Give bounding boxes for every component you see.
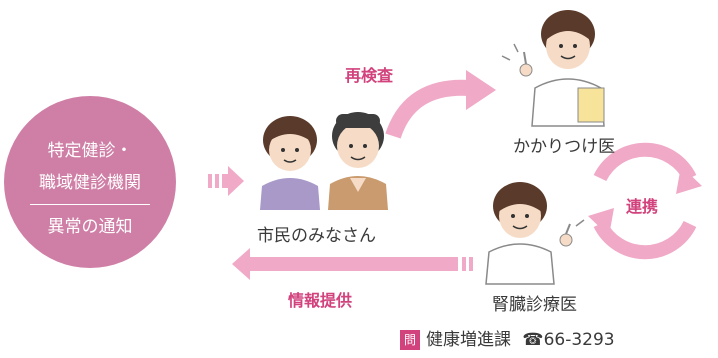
citizens-label: 市民のみなさん [257, 226, 376, 246]
department-name: 健康増進課 [426, 330, 511, 350]
circle-line-3: 異常の通知 [47, 217, 133, 237]
circle-divider [30, 204, 150, 205]
kidney-doctor-label: 腎臓診療医 [492, 295, 577, 315]
phone-number: 66-3293 [543, 330, 615, 350]
circle-line-2: 職域健診機関 [39, 173, 141, 193]
reexam-label: 再検査 [345, 66, 394, 85]
family-doctor-figure [501, 10, 605, 127]
to-citizens-arrow [208, 166, 244, 196]
phone-icon: ☎ [522, 330, 544, 350]
inquiry-icon: 問 [400, 330, 420, 350]
kidney-doctor-figure [485, 182, 585, 285]
man-citizen-figure [328, 112, 388, 210]
reexam-arrow [385, 70, 496, 139]
info-arrow [232, 248, 473, 280]
circle-line-1: 特定健診・ [47, 141, 133, 161]
cooperation-cycle-icon [588, 142, 702, 260]
woman-citizen-figure [260, 116, 320, 210]
checkup-institution-circle: 特定健診・ 職域健診機関 異常の通知 [4, 96, 176, 268]
info-provision-label: 情報提供 [288, 291, 353, 310]
contact-footer: 問健康増進課 ☎66-3293 [400, 325, 615, 350]
family-doctor-label: かかりつけ医 [513, 137, 616, 157]
cooperation-label: 連携 [626, 197, 659, 216]
